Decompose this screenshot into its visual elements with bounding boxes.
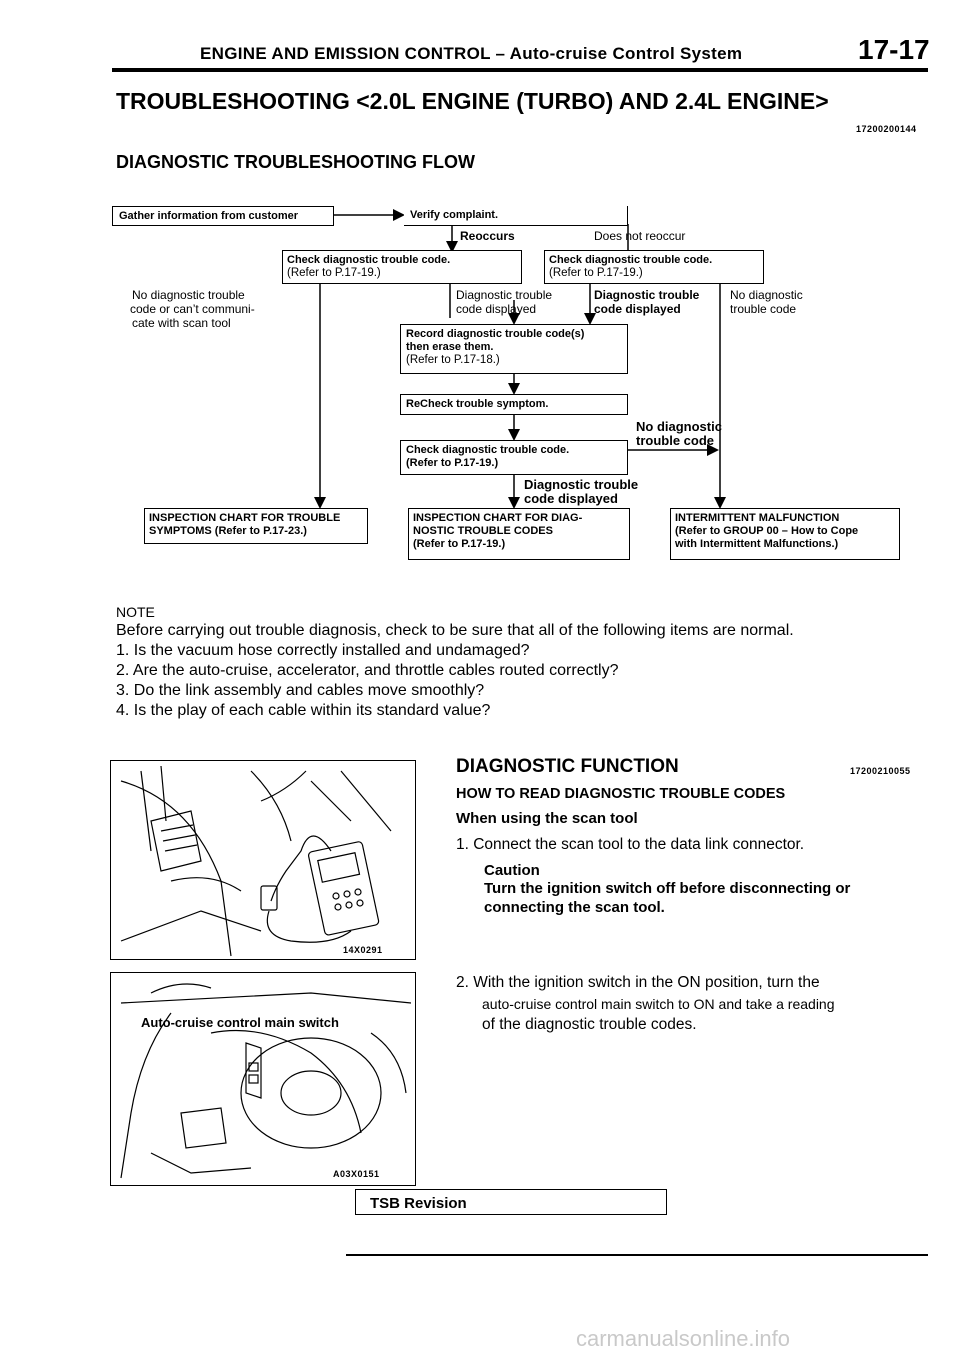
tsb-revision-box: TSB Revision <box>355 1189 667 1215</box>
check-dtc-mid-box: Check diagnostic trouble code. (Refer to… <box>400 440 628 475</box>
main-switch-drawing <box>120 983 412 1179</box>
caution-line2: connecting the scan tool. <box>484 899 665 916</box>
check-dtc-left-ref: (Refer to P.17-19.) <box>287 267 381 279</box>
check-dtc-mid-label: Check diagnostic trouble code. <box>406 444 570 456</box>
inspection-dtc-box: INSPECTION CHART FOR DIAG- NOSTIC TROUBL… <box>408 508 630 560</box>
figure-code-top: 14X0291 <box>343 945 383 955</box>
scan-tool-illustration: 14X0291 <box>110 760 416 960</box>
intermittent-line2: (Refer to GROUP 00 – How to Cope <box>675 525 859 537</box>
no-dtc-mid-2: trouble code <box>636 433 715 448</box>
dtc-displayed-mid-2: code displayed <box>524 491 618 506</box>
gather-info-label: Gather information from customer <box>119 210 299 222</box>
verify-complaint-box: Verify complaint. <box>404 206 628 226</box>
check-dtc-left-label: Check diagnostic trouble code. <box>287 254 451 266</box>
inspection-symptoms-line1: INSPECTION CHART FOR TROUBLE <box>149 512 341 524</box>
watermark: carmanualsonline.info <box>576 1326 791 1351</box>
figure-code-bottom: A03X0151 <box>333 1169 380 1179</box>
note-item-2: 2. Are the auto-cruise, accelerator, and… <box>116 662 619 679</box>
check-dtc-right-ref: (Refer to P.17-19.) <box>549 267 643 279</box>
header-rule <box>112 68 928 72</box>
intermittent-line3: with Intermittent Malfunctions.) <box>675 538 839 550</box>
record-dtc-line2: then erase them. <box>406 341 494 353</box>
recheck-symptom-label: ReCheck trouble symptom. <box>406 398 549 410</box>
read-dtc-subtitle: HOW TO READ DIAGNOSTIC TROUBLE CODES <box>456 786 786 802</box>
step-2-line3: of the diagnostic trouble codes. <box>482 1016 697 1033</box>
dtc-displayed-right-1: Diagnostic trouble <box>594 288 700 302</box>
inspection-symptoms-line2: SYMPTOMS (Refer to P.17-23.) <box>149 525 307 537</box>
inspection-symptoms-box: INSPECTION CHART FOR TROUBLE SYMPTOMS (R… <box>144 508 368 544</box>
main-switch-illustration: Auto-cruise control main switch A03X0151 <box>110 972 416 1186</box>
no-dtc-mid-1: No diagnostic <box>636 419 722 434</box>
check-dtc-left-box: Check diagnostic trouble code. (Refer to… <box>282 250 522 284</box>
no-comm-line3: cate with scan tool <box>132 316 231 330</box>
note-line-intro: Before carrying out trouble diagnosis, c… <box>116 622 794 639</box>
intermittent-line1: INTERMITTENT MALFUNCTION <box>675 512 840 524</box>
record-dtc-line1: Record diagnostic trouble code(s) <box>406 328 585 340</box>
step-2-line2: auto-cruise control main switch to ON an… <box>482 996 835 1012</box>
diag-function-code: 17200210055 <box>850 766 911 776</box>
main-switch-caption: Auto-cruise control main switch <box>141 1015 339 1030</box>
no-comm-line1: No diagnostic trouble <box>132 288 245 302</box>
flow-heading: DIAGNOSTIC TROUBLESHOOTING FLOW <box>116 152 475 172</box>
note-item-3: 3. Do the link assembly and cables move … <box>116 682 485 699</box>
dtc-displayed-left-2: code displayed <box>456 302 537 316</box>
step-1: 1. Connect the scan tool to the data lin… <box>456 836 805 853</box>
record-dtc-ref: (Refer to P.17-18.) <box>406 354 500 366</box>
verify-complaint-label: Verify complaint. <box>410 209 499 221</box>
record-dtc-box: Record diagnostic trouble code(s) then e… <box>400 324 628 374</box>
no-comm-line2: code or can’t communi- <box>130 302 255 316</box>
dtc-displayed-mid-1: Diagnostic trouble <box>524 477 639 492</box>
heading-code: 17200200144 <box>856 124 917 134</box>
flowchart-connectors <box>314 209 726 509</box>
section-header-title: ENGINE AND EMISSION CONTROL – Auto-cruis… <box>200 44 743 63</box>
caution-label: Caution <box>484 862 540 879</box>
note-item-1: 1. Is the vacuum hose correctly installe… <box>116 642 530 659</box>
note-label: NOTE <box>116 604 155 620</box>
check-dtc-right-label: Check diagnostic trouble code. <box>549 254 713 266</box>
diag-function-title: DIAGNOSTIC FUNCTION <box>456 756 679 777</box>
tsb-revision-label: TSB Revision <box>370 1195 467 1212</box>
gather-info-box: Gather information from customer <box>112 206 334 226</box>
dtc-displayed-right-2: code displayed <box>594 302 681 316</box>
page-number: 17-17 <box>858 34 930 65</box>
recheck-symptom-box: ReCheck trouble symptom. <box>400 394 628 415</box>
no-dtc-right-1: No diagnostic <box>730 288 803 302</box>
note-item-4: 4. Is the play of each cable within its … <box>116 702 491 719</box>
dtc-displayed-left-1: Diagnostic trouble <box>456 288 553 302</box>
intermittent-box: INTERMITTENT MALFUNCTION (Refer to GROUP… <box>670 508 900 560</box>
caution-line1: Turn the ignition switch off before disc… <box>484 880 851 897</box>
scan-tool-subheading: When using the scan tool <box>456 810 638 827</box>
no-dtc-right-2: trouble code <box>730 302 797 316</box>
reoccurs-label: Reoccurs <box>460 229 515 243</box>
inspection-dtc-line3: (Refer to P.17-19.) <box>413 538 506 550</box>
does-not-reoccur-label: Does not reoccur <box>594 229 686 243</box>
inspection-dtc-line1: INSPECTION CHART FOR DIAG- <box>413 512 583 524</box>
step-2-line1: 2. With the ignition switch in the ON po… <box>456 974 820 991</box>
footer-rule <box>346 1254 928 1256</box>
scan-tool-drawing <box>120 765 392 957</box>
inspection-dtc-line2: NOSTIC TROUBLE CODES <box>413 525 553 537</box>
page-heading: TROUBLESHOOTING <2.0L ENGINE (TURBO) AND… <box>116 88 829 114</box>
check-dtc-mid-ref: (Refer to P.17-19.) <box>406 457 499 469</box>
check-dtc-right-box: Check diagnostic trouble code. (Refer to… <box>544 250 764 284</box>
